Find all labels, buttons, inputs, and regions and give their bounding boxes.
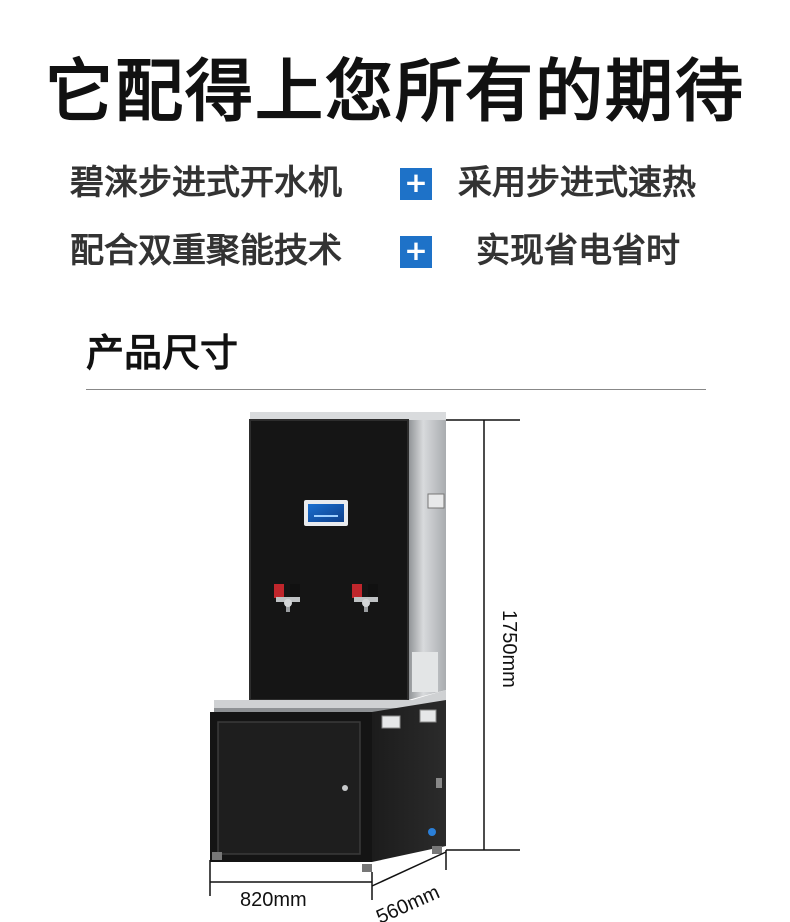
faucet-left-icon xyxy=(274,584,300,612)
section-divider xyxy=(86,389,706,390)
headline: 它配得上您所有的期待 xyxy=(44,53,745,132)
depth-label: 560mm xyxy=(373,881,443,922)
height-label: 1750mm xyxy=(498,610,520,688)
side-handle-left xyxy=(381,715,401,729)
drip-tray xyxy=(214,690,446,712)
side-handle-right xyxy=(419,709,437,723)
depth-dimension-line xyxy=(371,851,447,887)
upper-side-panel xyxy=(408,420,446,700)
feature-row-2: 配合双重聚能技术 + 实现省电省时 xyxy=(0,226,790,276)
plus-icon: + xyxy=(400,236,432,268)
foot xyxy=(432,846,442,854)
feature-row-2-right: 实现省电省时 xyxy=(476,231,680,271)
width-label: 820mm xyxy=(240,889,307,911)
feature-row-2-left: 配合双重聚能技术 xyxy=(70,231,342,271)
plus-icon: + xyxy=(400,168,432,200)
lower-side-panel xyxy=(372,700,446,862)
feature-row-1-left: 碧涞步进式开水机 xyxy=(70,163,342,203)
side-vent xyxy=(427,493,445,509)
faucet-right-icon xyxy=(352,584,378,612)
upper-cabinet xyxy=(250,420,408,700)
section-title: 产品尺寸 xyxy=(86,331,239,375)
door-lock-icon xyxy=(342,785,348,791)
drain-valve-icon xyxy=(428,828,436,836)
display-screen xyxy=(308,504,344,522)
foot xyxy=(212,852,222,860)
feature-row-1-right: 采用步进式速热 xyxy=(458,163,696,203)
top-cap xyxy=(250,412,446,420)
cabinet-door xyxy=(217,721,361,855)
feature-row-1: 碧涞步进式开水机 + 采用步进式速热 xyxy=(0,158,790,208)
foot xyxy=(362,864,372,872)
side-window xyxy=(412,652,438,692)
